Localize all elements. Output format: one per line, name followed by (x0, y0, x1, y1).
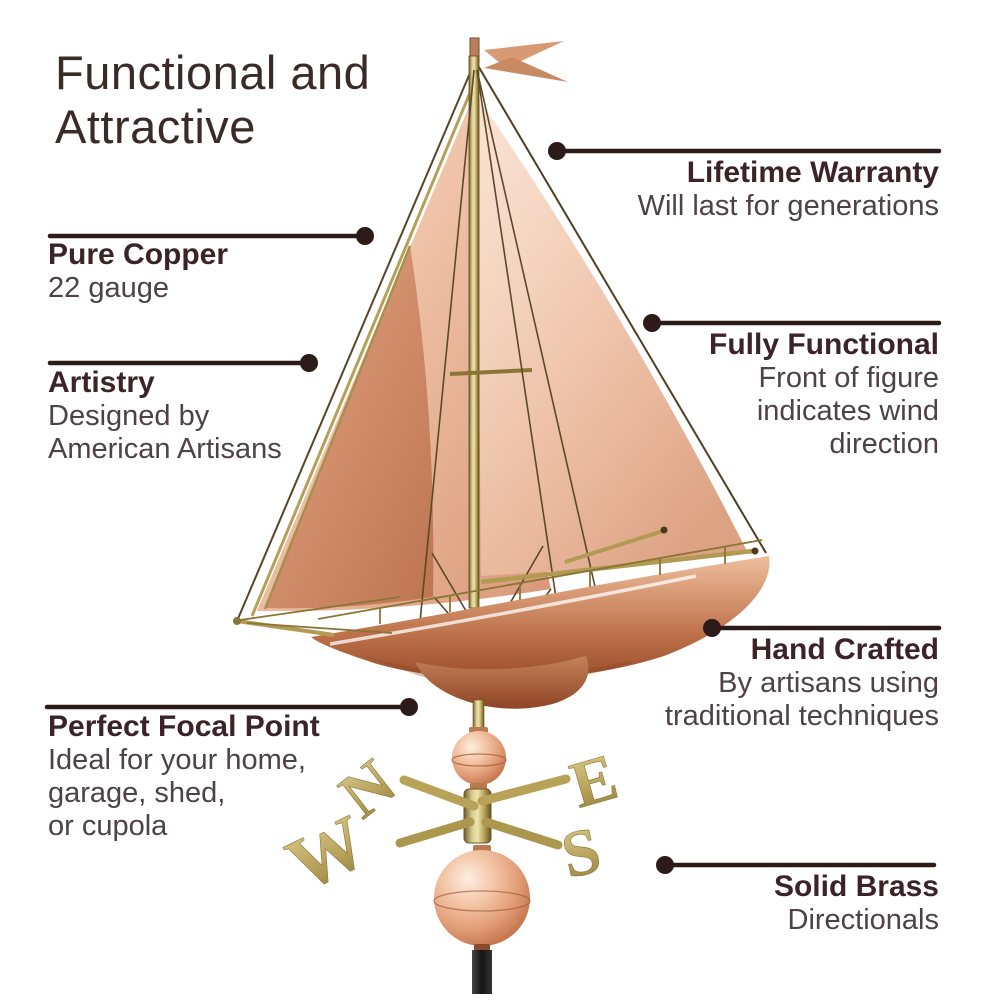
bowsprit-knob (233, 617, 241, 625)
wind-pennant-icon (484, 41, 568, 82)
callout-heading: Solid Brass (773, 870, 939, 903)
callout-dot-fully-functional (643, 314, 661, 332)
callout-solid-brass: Solid Brass Directionals (519, 870, 939, 937)
directional-arms (395, 774, 571, 850)
callout-dot-artistry (300, 354, 318, 372)
callout-text: traditional techniques (664, 700, 939, 732)
callout-heading: Fully Functional (709, 328, 939, 361)
page-title: Functional and Attractive (55, 46, 370, 154)
callout-artistry: Artistry Designed by American Artisans (48, 366, 388, 466)
small-ball-seam (451, 753, 507, 767)
callout-dot-hand-crafted (703, 619, 721, 637)
backstay-wire (476, 63, 767, 554)
callout-dot-solid-brass (656, 856, 674, 874)
genoa-luff-pole (250, 87, 474, 617)
callout-heading: Artistry (48, 366, 155, 399)
hull (311, 556, 770, 680)
directional-letter-east: E (563, 740, 625, 822)
callout-text: Will last for generations (637, 190, 939, 222)
callout-heading: Pure Copper (48, 238, 229, 271)
page-title-line-2: Attractive (55, 100, 256, 153)
callout-text: or cupola (48, 810, 168, 842)
callout-text: indicates wind (756, 395, 939, 427)
staysail (266, 246, 434, 609)
gaff-rod (564, 529, 664, 564)
keel (415, 656, 589, 709)
callout-dot-pure-copper (356, 227, 374, 245)
callout-text: 22 gauge (48, 272, 169, 304)
lifeline-rail (239, 539, 763, 634)
callout-text: garage, shed, (48, 777, 226, 809)
mast (468, 55, 480, 609)
callout-hand-crafted: Hand Crafted By artisans using tradition… (519, 633, 939, 733)
gaff-end-cap (660, 526, 668, 534)
callout-text: Directionals (787, 904, 940, 936)
callout-fully-functional: Fully Functional Front of figure indicat… (519, 328, 939, 461)
callout-text: Designed by (48, 400, 210, 432)
callout-perfect-focal-point: Perfect Focal Point Ideal for your home,… (48, 710, 388, 843)
callout-pure-copper: Pure Copper 22 gauge (48, 238, 388, 305)
callout-text: Front of figure (758, 362, 939, 394)
boom-end-cap (751, 547, 759, 555)
callout-text: direction (829, 428, 939, 460)
small-copper-ball (452, 731, 506, 785)
large-copper-ball (434, 850, 530, 946)
mainsail (477, 96, 748, 576)
forestay-wire (236, 65, 474, 622)
sailboat-weathervane-icon: N E W S (233, 37, 770, 994)
callout-text: By artisans using (718, 667, 939, 699)
finial-rod (472, 950, 492, 994)
callout-lines (44, 142, 942, 874)
callout-heading: Perfect Focal Point (48, 710, 320, 743)
staysail-luff-pole (263, 245, 412, 610)
callout-lifetime-warranty: Lifetime Warranty Will last for generati… (519, 156, 939, 223)
callout-dot-perfect-focal-point (400, 698, 418, 716)
callout-dot-lifetime-warranty (548, 142, 566, 160)
spreader-bar (449, 368, 533, 376)
callout-text: American Artisans (48, 433, 282, 465)
large-ball-seam (433, 890, 531, 912)
callout-heading: Hand Crafted (750, 633, 939, 666)
page-title-line-1: Functional and (55, 46, 371, 99)
callout-heading: Lifetime Warranty (686, 156, 939, 189)
callout-text: Ideal for your home, (48, 744, 306, 776)
deck-seam (329, 574, 697, 646)
